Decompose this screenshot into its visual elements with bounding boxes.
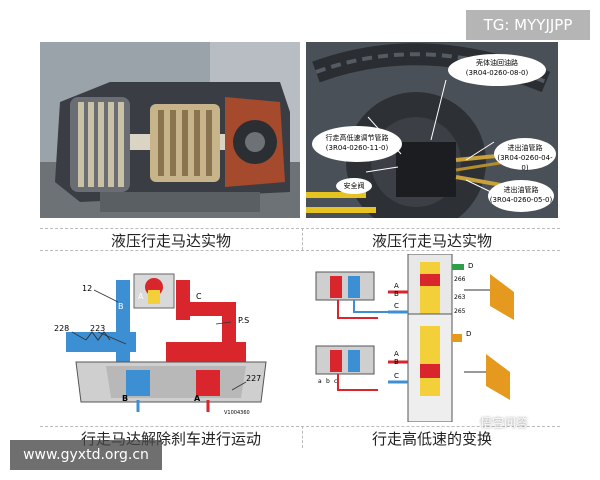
label-bubble-inlet-1: 进出油管路 (3R04-0260-04-0) [494,138,556,172]
diagram-brake-release: 12 228 223 P.S A B C 227 B A V1004360 [46,262,296,422]
label-upper-d: D [468,262,474,270]
label-case-return-code: (3R04-0260-08-0) [465,69,529,77]
label-upper-b: B [394,290,399,298]
label-port-b: B [118,302,124,311]
label-speed-line: 行走高低速调节管路 [325,134,389,142]
label-speed-line-code: (3R04-0260-11-0) [325,144,389,152]
label-lower-c: C [394,372,399,380]
label-small-a: a [318,378,322,385]
label-code: V1004360 [224,410,250,416]
label-263: 263 [454,294,466,301]
label-lower-a: A [394,350,399,358]
label-case-return: 壳体油回油路 [476,59,518,67]
motor-cutaway-illustration [40,42,300,218]
label-inlet-2: 进出油管路 [503,186,539,194]
label-lower-b: B [394,358,399,366]
label-ps: P.S [238,316,250,325]
photo-motor-cutaway [40,42,300,218]
label-lower-d: D [466,330,472,338]
label-port-a: A [138,292,144,301]
caption-top-left: 液压行走马达实物 [110,232,231,250]
label-safety-valve: 安全阀 [343,182,365,190]
label-inlet-1-code: (3R04-0260-04-0) [497,154,553,172]
caption-top-right: 液压行走马达实物 [371,232,492,250]
caption-bottom-right: 行走高低速的变换 [371,430,492,448]
label-228: 228 [54,324,70,333]
label-12: 12 [82,284,93,293]
brake-release-schematic [66,273,267,412]
watermark-wukong-logo: 悟空问答 [480,414,528,431]
label-bottom-a: A [194,394,201,403]
label-bubble-case-return: 壳体油回油路 (3R04-0260-08-0) [448,54,546,86]
label-bubble-inlet-2: 进出油管路 (3R04-0260-05-0) [488,180,554,212]
label-small-b: b [326,378,330,385]
label-266: 266 [454,276,466,283]
watermark-tg: TG: MYYJJPP [466,10,590,40]
watermark-site: www.gyxtd.org.cn [10,440,162,470]
diagram-speed-switch: A B C D 266 263 265 A B C D a b c [308,254,558,422]
label-bubble-speed-line: 行走高低速调节管路 (3R04-0260-11-0) [312,126,402,162]
label-small-c: c [334,378,338,385]
divider-top [40,228,560,229]
divider-bottom [40,426,560,427]
label-223: 223 [90,324,106,333]
wukong-logo-text: 悟空问答 [480,416,529,430]
speed-switch-schematic [315,254,514,422]
label-265: 265 [454,308,466,315]
photo-motor-installed: 壳体油回油路 (3R04-0260-08-0) 行走高低速调节管路 (3R04-… [306,42,558,218]
label-inlet-1: 进出油管路 [507,144,543,152]
label-upper-a: A [394,282,399,290]
divider-vertical-bottom [302,426,303,448]
divider-vertical-top [302,228,303,250]
label-bottom-b: B [122,394,129,403]
label-upper-c: C [394,302,399,310]
label-227: 227 [246,374,262,383]
divider-middle [40,250,560,251]
label-inlet-2-code: (3R04-0260-05-0) [489,196,553,204]
label-bubble-safety-valve: 安全阀 [336,178,372,194]
label-port-c: C [196,292,202,301]
